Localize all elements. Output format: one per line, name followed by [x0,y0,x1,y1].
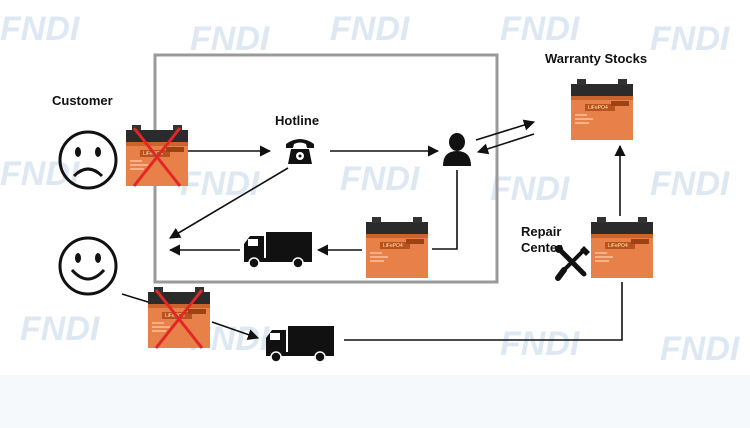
watermark: FNDI [0,10,81,48]
truck-icon [265,325,335,363]
watermark: FNDI [660,330,741,368]
watermark: FNDI [490,170,571,208]
replacement-battery: LiFePO4 [366,217,428,278]
battery-brand: LiFePO4 [383,243,403,249]
watermark: FNDI [330,10,411,48]
flow-arrows [121,119,626,341]
arrow-to-customer [169,167,289,239]
watermark: FNDI [500,10,581,48]
customer-to-returned-line [121,293,149,303]
arrow-to-warranty [475,119,536,141]
watermark: FNDI [650,165,731,203]
cross-mark [154,289,204,349]
person-silhouette-icon [443,133,471,166]
defective-battery: LiFePO4 [126,125,188,187]
repair-center-label-line1: Repair [521,224,561,239]
customer-label: Customer [52,93,113,108]
battery-brand: LiFePO4 [608,243,628,249]
warranty-stocks-label: Warranty Stocks [545,51,647,66]
wrench-screwdriver-icon [555,245,590,281]
watermark: FNDI [180,165,261,203]
watermark: FNDI [340,160,421,198]
return-truck-to-repair-line [344,282,623,341]
battery-brand: LiFePO4 [588,105,608,111]
repair-center-label-line2: Center [521,240,562,255]
watermark: FNDI [500,325,581,363]
hotline-label: Hotline [275,113,319,128]
sad-face-icon [58,130,118,190]
watermark: FNDI [650,20,731,58]
truck-icon [243,231,313,269]
arrow-from-warranty [476,133,535,155]
cross-mark [132,127,182,187]
bottom-band [0,375,750,428]
watermark-layer: FNDI FNDI FNDI FNDI FNDI FNDI FNDI FNDI … [0,10,741,368]
arrow-to-return-truck [211,321,260,340]
agent-to-battery-line [432,170,458,250]
happy-face-icon [58,236,118,296]
warranty-stock-battery: LiFePO4 [571,79,633,140]
returned-defective-battery: LiFePO4 [148,287,210,349]
watermark: FNDI [20,310,101,348]
watermark: FNDI [0,155,81,193]
repair-battery: LiFePO4 [591,217,653,278]
watermark: FNDI [190,20,271,58]
telephone-icon [286,139,314,164]
